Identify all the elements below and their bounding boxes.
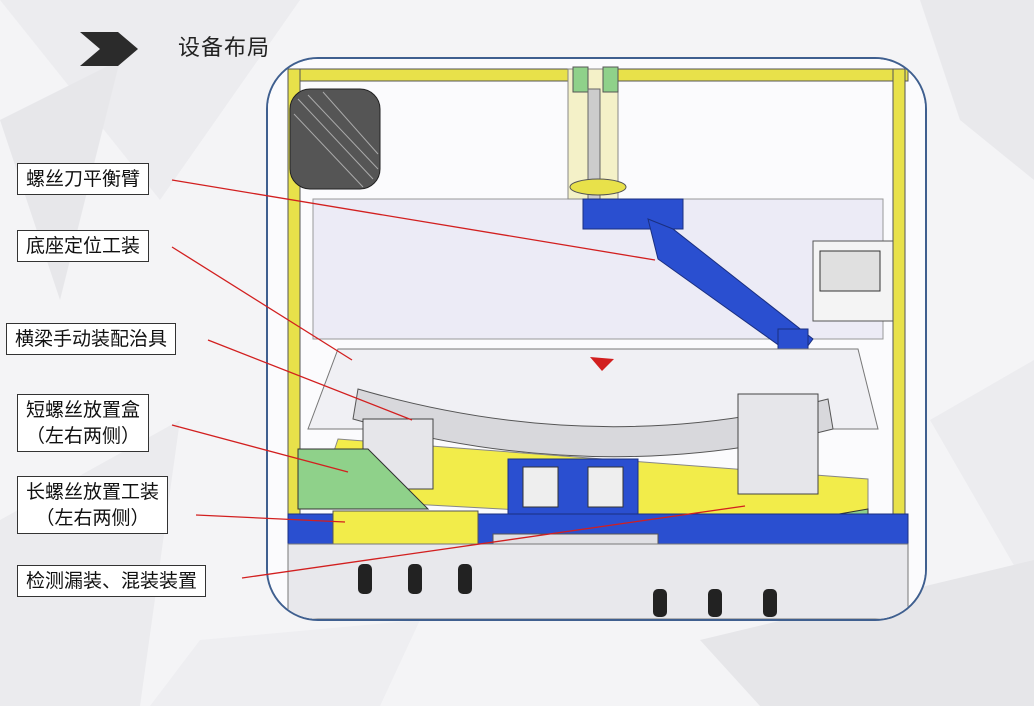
label-balance-arm: 螺丝刀平衡臂 [17,163,150,195]
label-beam-jig: 横梁手动装配治具 [6,323,177,355]
label-long-screw-fixture-line2: （左右两侧） [35,507,150,529]
equipment-illustration [266,57,927,621]
chevron-icon [80,32,138,66]
label-short-screw-box-line1: 短螺丝放置盒 [26,399,141,421]
equipment-drawing [268,59,925,619]
label-short-screw-box: 短螺丝放置盒 （左右两侧） [17,394,150,452]
label-long-screw-fixture-line1: 长螺丝放置工装 [26,481,160,503]
page-title: 设备布局 [178,36,271,61]
label-detection-device: 检测漏装、混装装置 [17,565,207,597]
label-long-screw-fixture: 长螺丝放置工装 （左右两侧） [17,476,169,534]
label-base-fixture: 底座定位工装 [17,230,150,262]
label-short-screw-box-line2: （左右两侧） [26,425,141,447]
